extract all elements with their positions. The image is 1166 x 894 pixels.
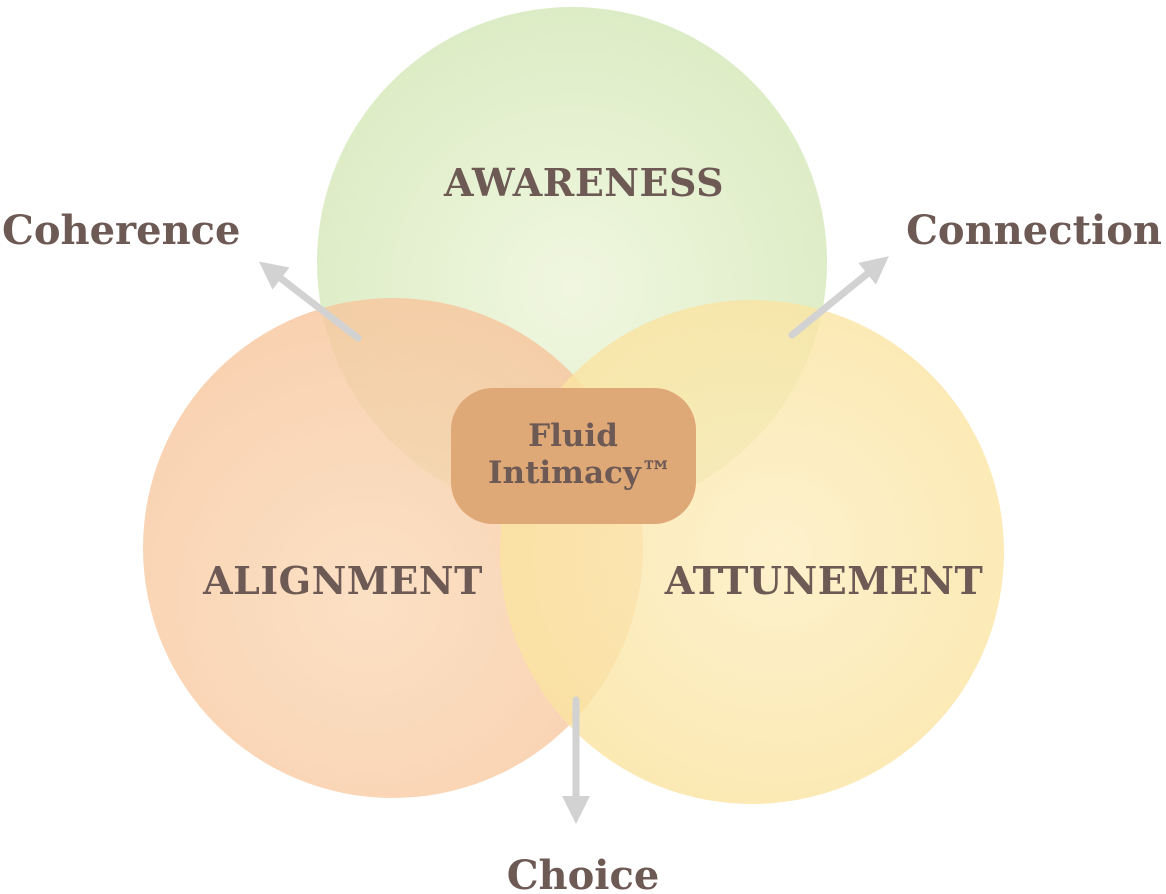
center-badge xyxy=(451,388,696,524)
connection-label: Connection xyxy=(906,207,1162,254)
attunement-label: ATTUNEMENT xyxy=(664,558,983,603)
connection-arrow xyxy=(788,256,889,339)
coherence-label: Coherence xyxy=(2,207,240,254)
awareness-label: AWARENESS xyxy=(443,160,724,205)
center-label-line2: Intimacy™ xyxy=(488,455,672,491)
center-label-line1: Fluid xyxy=(528,418,618,454)
choice-label: Choice xyxy=(507,852,660,894)
coherence-arrow xyxy=(258,261,362,342)
alignment-label: ALIGNMENT xyxy=(202,558,483,603)
